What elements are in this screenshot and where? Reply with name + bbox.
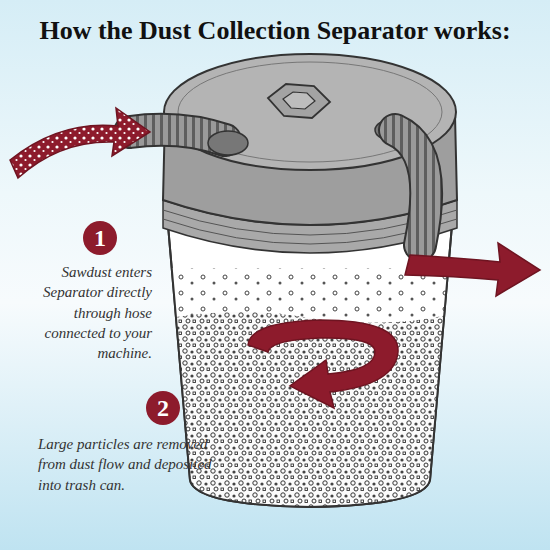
step-description: Large particles are removed from dust fl…: [38, 434, 238, 495]
callout-number: 1: [94, 225, 106, 252]
callout-circle: 2: [146, 391, 180, 425]
callout-number: 2: [157, 395, 169, 422]
diagram-title: How the Dust Collection Separator works:: [39, 16, 510, 46]
callout-circle: 1: [83, 221, 117, 255]
step-description: Sawdust enters Separator directly throug…: [12, 262, 152, 363]
